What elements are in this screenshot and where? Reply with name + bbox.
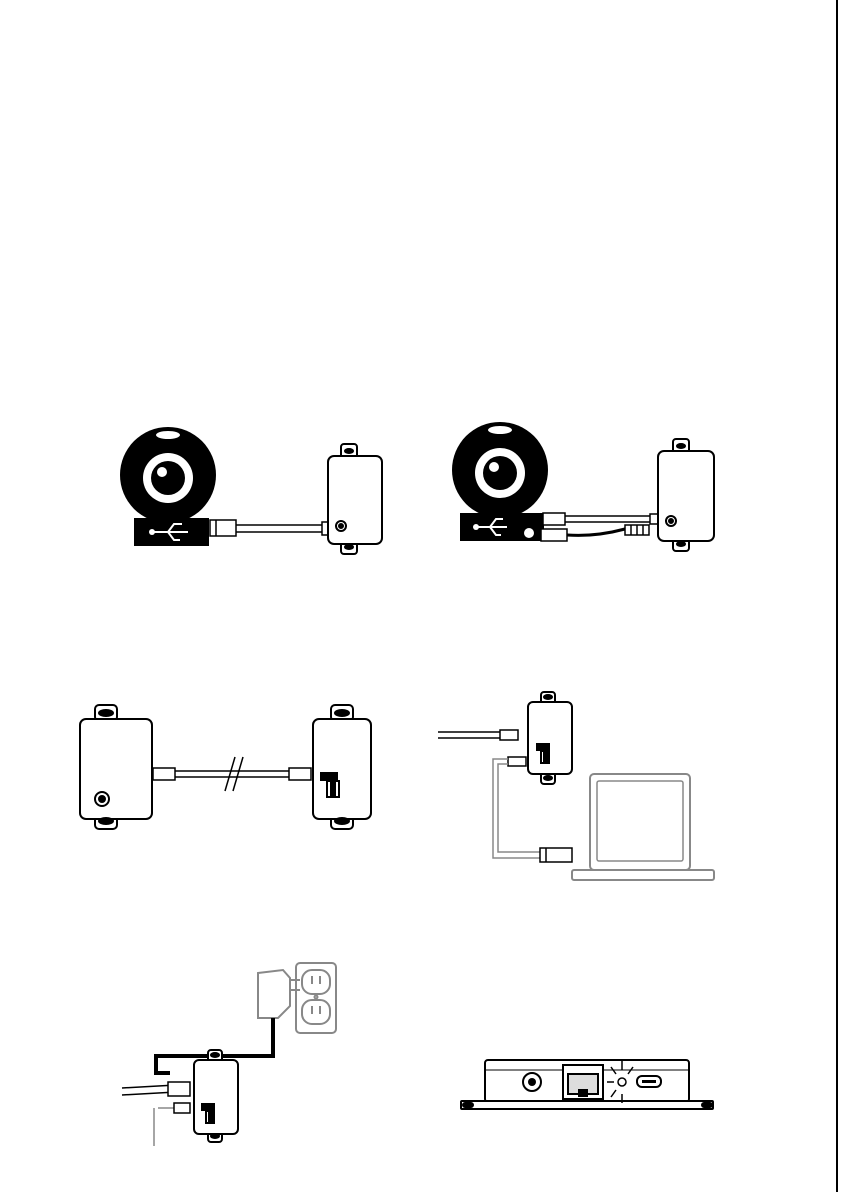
remote-unit-icon: [80, 705, 152, 829]
power-adapter-to-local-unit-illustration: [118, 958, 358, 1148]
page-right-border: [836, 0, 838, 1192]
rj45-port-icon: [563, 1065, 603, 1099]
wall-outlet-icon: [296, 963, 336, 1033]
webcam-icon: [452, 422, 548, 541]
usb-and-power-cables-icon: [541, 513, 658, 541]
category-cable-icon: [438, 730, 518, 740]
local-unit-to-laptop-illustration: [430, 688, 720, 883]
remote-to-local-cable-illustration: [75, 695, 375, 835]
local-unit-icon: [528, 692, 572, 784]
page-footer: [0, 1182, 836, 1192]
category-cable-icon: [153, 757, 311, 791]
local-unit-icon: [194, 1050, 238, 1142]
power-adapter-icon: [258, 970, 300, 1018]
webcam-to-remote-unit-illustration: [116, 420, 396, 560]
webcam-icon: [120, 427, 216, 546]
unit-side-panel-illustration: [455, 1055, 720, 1115]
usb-port-icon: [637, 1076, 661, 1087]
category-cable-icon: [122, 1082, 190, 1146]
power-jack-icon: [523, 1073, 541, 1091]
usb-cable-icon: [210, 520, 330, 536]
local-unit-icon: [313, 705, 371, 829]
webcam-power-to-remote-unit-illustration: [445, 415, 730, 565]
laptop-icon: [572, 774, 714, 880]
remote-unit-icon: [328, 444, 382, 554]
remote-unit-icon: [658, 439, 714, 551]
